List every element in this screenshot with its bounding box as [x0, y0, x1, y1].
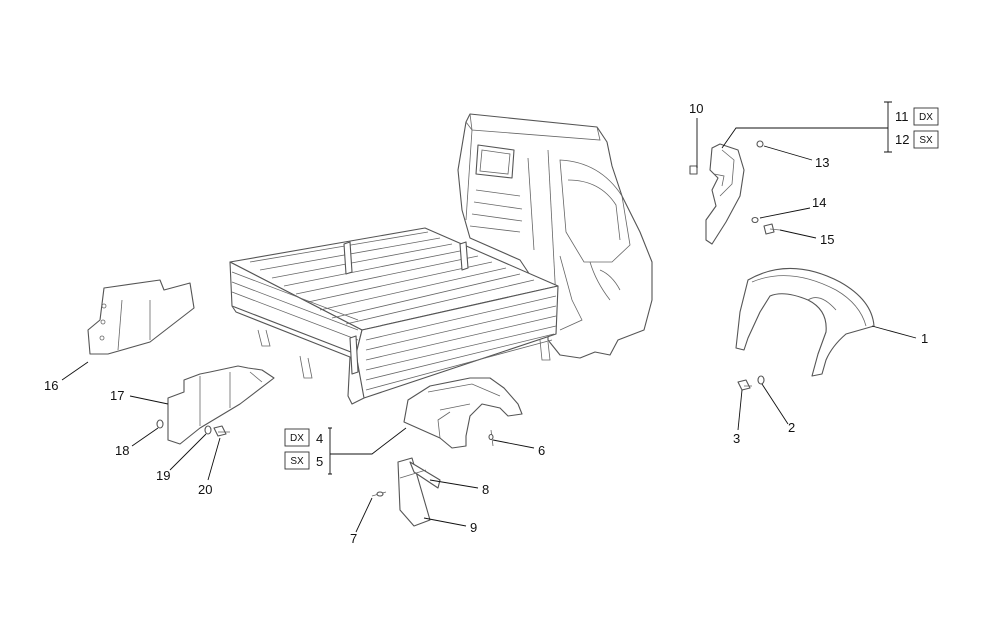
callout-18: 18 [115, 443, 129, 458]
hardware-2-3 [737, 375, 765, 391]
callout-11: 11 [895, 109, 909, 124]
callout-9: 9 [470, 520, 477, 535]
side-tags: DX SX DX SX [284, 107, 939, 470]
tag-sx-rear: SX [290, 456, 304, 467]
hardware-13-14-15 [751, 140, 781, 235]
callout-5: 5 [316, 454, 323, 469]
hardware-18-19-20 [156, 419, 230, 437]
callout-12: 12 [895, 132, 909, 147]
callout-6: 6 [538, 443, 545, 458]
callout-13: 13 [815, 155, 829, 170]
leader-lines [61, 101, 917, 533]
callout-2: 2 [788, 420, 795, 435]
callout-8: 8 [482, 482, 489, 497]
part-10-11-12-fender-bracket [689, 143, 745, 245]
tag-dx-right: DX [919, 112, 933, 123]
part-17-bracket [167, 365, 275, 445]
callout-15: 15 [820, 232, 834, 247]
part-16-side-panel [87, 279, 195, 355]
part-8-9-mudflap [371, 457, 441, 527]
part-6-screw [488, 429, 494, 447]
callout-14: 14 [812, 195, 826, 210]
part-1-front-mudguard [735, 267, 875, 377]
tag-dx-rear: DX [290, 433, 304, 444]
callout-3: 3 [733, 431, 740, 446]
callout-1: 1 [921, 331, 928, 346]
callout-4: 4 [316, 431, 323, 446]
callout-7: 7 [350, 531, 357, 546]
vehicle-illustration [229, 113, 653, 405]
part-4-5-rear-mudguard [403, 377, 523, 449]
callout-17: 17 [110, 388, 124, 403]
callout-10: 10 [689, 101, 703, 116]
callout-19: 19 [156, 468, 170, 483]
callout-20: 20 [198, 482, 212, 497]
tag-sx-right: SX [919, 135, 933, 146]
callout-numbers: 1 2 3 4 5 6 7 8 9 10 11 12 13 14 15 16 1… [44, 101, 928, 546]
callout-16: 16 [44, 378, 58, 393]
